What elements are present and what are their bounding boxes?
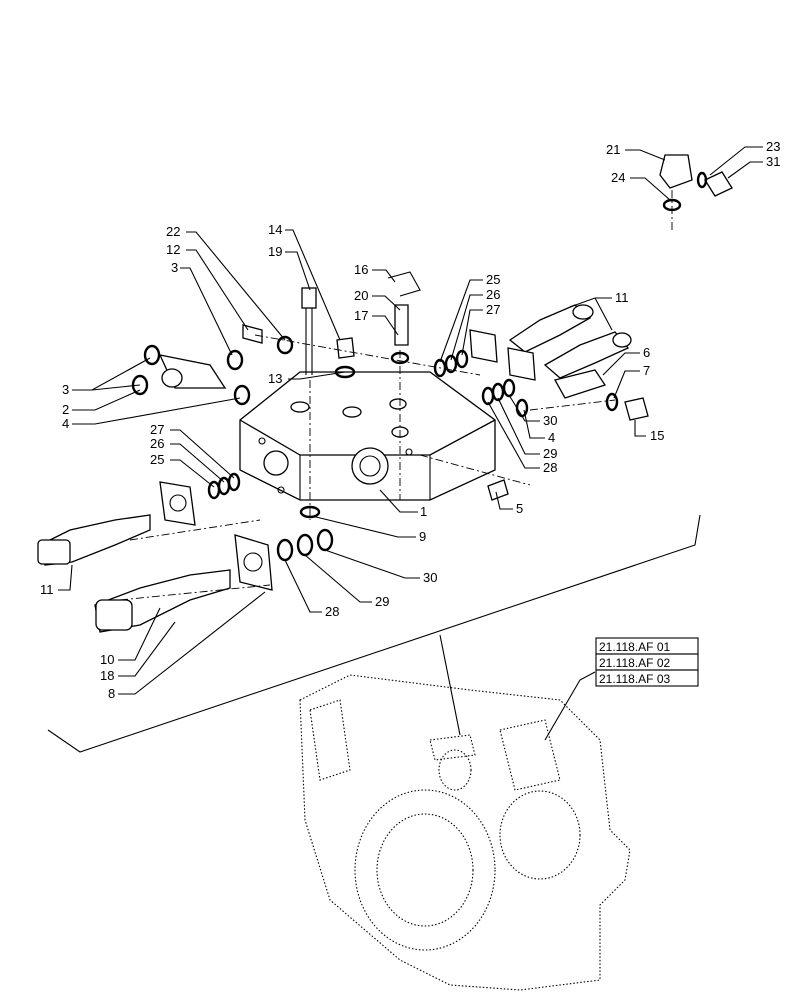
reference-21-118-af-03: 21.118.AF 03	[599, 672, 670, 686]
callout-12: 12	[166, 242, 180, 257]
solenoid-valve-left-lower	[94, 569, 231, 633]
spring-5	[487, 479, 509, 501]
sensor-20	[394, 304, 409, 346]
callout-15: 15	[650, 428, 664, 443]
bolt-14	[301, 287, 317, 375]
callout-1: 1	[420, 504, 427, 519]
callout-3a: 3	[62, 382, 69, 397]
reference-boxes: 21.118.AF 01 21.118.AF 02 21.118.AF 03	[595, 637, 699, 687]
callout-26a: 26	[486, 287, 500, 302]
reference-21-118-af-01: 21.118.AF 01	[599, 640, 670, 654]
solenoid-valve-right-lower	[543, 331, 632, 379]
clip-16	[387, 271, 421, 297]
callout-labels: 1 2 3 3 4 4 5 6 7 8 9 10 11 11 12 13 14 …	[40, 139, 780, 701]
transmission-housing	[299, 674, 631, 991]
flange-plate-left	[159, 481, 196, 526]
callout-5: 5	[516, 501, 523, 516]
leader-lines	[58, 146, 763, 741]
callout-22: 22	[166, 224, 180, 239]
callout-28a: 28	[543, 460, 557, 475]
callout-25b: 25	[150, 452, 164, 467]
callout-29a: 29	[543, 446, 557, 461]
solenoid-valve-left-upper	[37, 514, 151, 566]
callout-23: 23	[766, 139, 780, 154]
cap-31	[704, 171, 733, 197]
callout-8: 8	[108, 686, 115, 701]
callout-3b: 3	[171, 260, 178, 275]
callout-26b: 26	[150, 436, 164, 451]
callout-30a: 30	[543, 413, 557, 428]
callout-2: 2	[62, 402, 69, 417]
callout-6: 6	[643, 345, 650, 360]
callout-28b: 28	[325, 604, 339, 619]
callout-30b: 30	[423, 570, 437, 585]
callout-11a: 11	[40, 582, 54, 597]
callout-9: 9	[419, 529, 426, 544]
tee-fitting-right	[554, 369, 607, 399]
callout-17: 17	[354, 308, 368, 323]
callout-4a: 4	[62, 416, 69, 431]
callout-31: 31	[766, 154, 780, 169]
callout-4b: 4	[548, 430, 555, 445]
callout-27b: 27	[150, 422, 164, 437]
tee-fitting-left	[158, 354, 227, 389]
center-lines	[119, 190, 673, 601]
callout-11b: 11	[615, 290, 629, 305]
valve-block	[239, 371, 496, 501]
plug-19	[336, 337, 355, 359]
flange-plate-right	[469, 329, 536, 381]
elbow-fitting-21	[659, 154, 693, 189]
cap-15	[624, 397, 649, 421]
callout-16: 16	[354, 262, 368, 277]
o-rings	[131, 171, 708, 562]
callout-14: 14	[268, 222, 282, 237]
callout-24: 24	[611, 170, 625, 185]
callout-21: 21	[606, 142, 620, 157]
callout-20: 20	[354, 288, 368, 303]
callout-19: 19	[268, 244, 282, 259]
callout-10: 10	[100, 652, 114, 667]
callout-25a: 25	[486, 272, 500, 287]
callout-29b: 29	[375, 594, 389, 609]
callout-27a: 27	[486, 302, 500, 317]
reference-21-118-af-02: 21.118.AF 02	[599, 656, 670, 670]
detail-lines	[47, 514, 701, 753]
flange-plate-lower	[234, 534, 273, 591]
callout-7: 7	[643, 363, 650, 378]
callout-13: 13	[268, 371, 282, 386]
callout-18: 18	[100, 668, 114, 683]
